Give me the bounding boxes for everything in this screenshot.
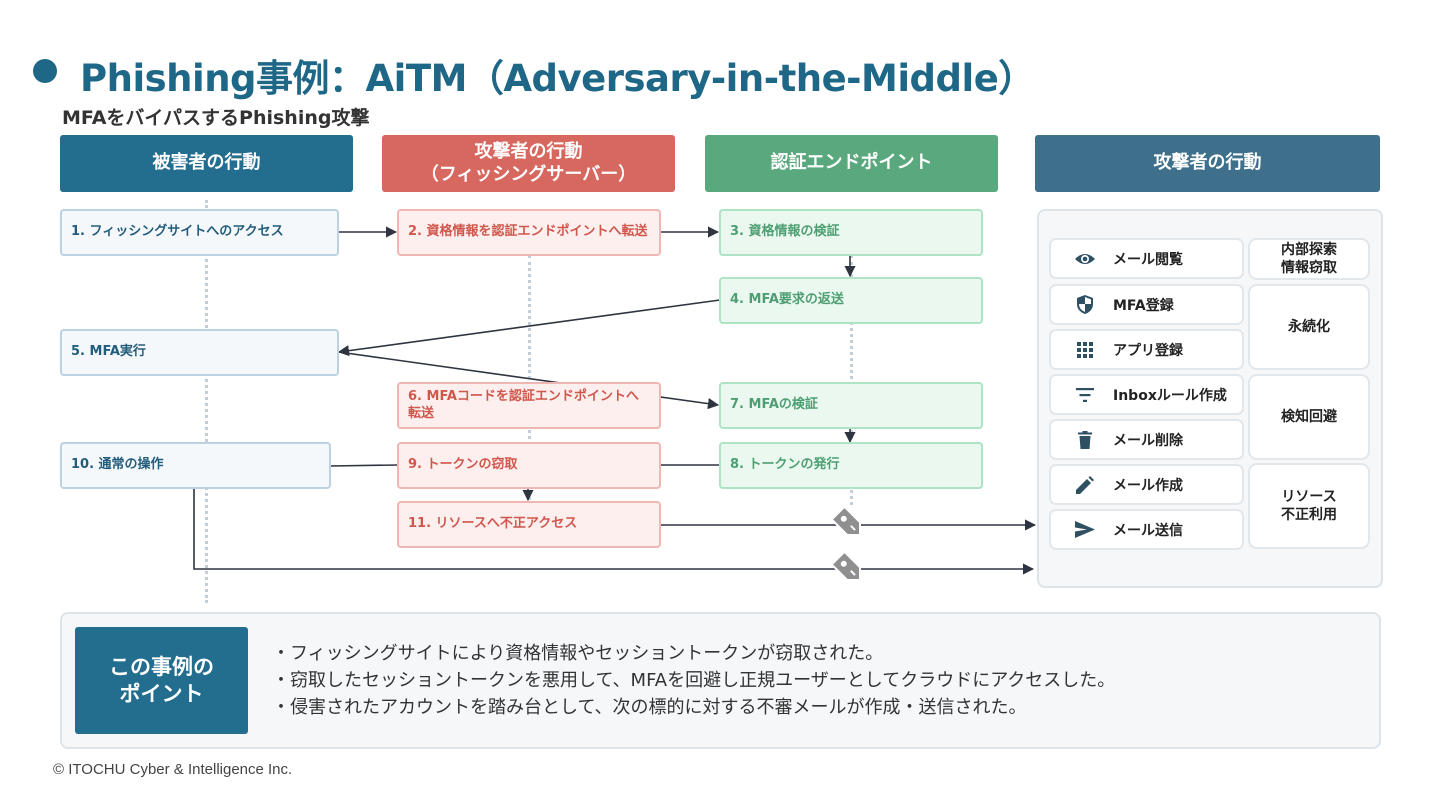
step-6-forward-mfa-code: 6. MFAコードを認証エンドポイントへ転送 [397,382,661,429]
key-point-item: ・フィッシングサイトにより資格情報やセッショントークンが窃取された。 [272,643,884,664]
column-header-attacker-actions: 攻撃者の行動 [1035,135,1380,192]
line-9-to-10 [329,464,399,467]
grid-icon [1071,341,1099,358]
action-compose-mail: メール作成 [1049,464,1244,505]
key-points-list: ・フィッシングサイトにより資格情報やセッショントークンが窃取された。 ・窃取した… [272,640,1115,721]
step-5-mfa-execute: 5. MFA実行 [60,329,339,376]
category-persistence: 永続化 [1248,284,1370,370]
step-2-forward-credentials: 2. 資格情報を認証エンドポイントへ転送 [397,209,661,256]
action-label: アプリ登録 [1113,342,1183,359]
action-label: メール削除 [1113,432,1183,449]
step-4-mfa-request: 4. MFA要求の返送 [719,277,983,324]
copyright: © ITOCHU Cyber & Intelligence Inc. [53,761,293,778]
category-resource-abuse: リソース 不正利用 [1248,463,1370,549]
action-register-mfa: MFA登録 [1049,284,1244,325]
column-header-victim: 被害者の行動 [60,135,353,192]
action-label: Inboxルール作成 [1113,387,1227,404]
key-points-box [60,612,1381,749]
column-header-attacker-server: 攻撃者の行動 （フィッシングサーバー） [382,135,675,192]
action-create-inbox-rule: Inboxルール作成 [1049,374,1244,415]
send-icon [1071,521,1099,538]
page-subtitle: MFAをバイパスするPhishing攻撃 [62,107,370,129]
key-tag-icon [830,505,862,537]
category-discovery-exfiltration: 内部探索 情報窃取 [1248,238,1370,280]
filter-icon [1071,387,1099,402]
step-1-phishing-access: 1. フィッシングサイトへのアクセス [60,209,339,256]
title-bullet [33,59,57,83]
action-label: MFA登録 [1113,297,1174,314]
eye-icon [1071,251,1099,267]
page-title: Phishing事例：AiTM（Adversary-in-the-Middle） [80,57,1035,100]
step-10-normal-operation: 10. 通常の操作 [60,442,331,489]
trash-icon [1071,430,1099,449]
step-7-verify-mfa: 7. MFAの検証 [719,382,983,429]
action-delete-mail: メール削除 [1049,419,1244,460]
shield-icon [1071,294,1099,315]
action-label: メール作成 [1113,477,1183,494]
action-register-app: アプリ登録 [1049,329,1244,370]
key-point-item: ・窃取したセッショントークンを悪用して、MFAを回避し正規ユーザーとしてクラウド… [272,670,1116,691]
key-points-heading: この事例の ポイント [75,627,248,734]
pencil-icon [1071,475,1099,494]
key-point-item: ・侵害されたアカウントを踏み台として、次の標的に対する不審メールが作成・送信され… [272,697,1027,718]
step-8-issue-token: 8. トークンの発行 [719,442,983,489]
action-read-mail: メール閲覧 [1049,238,1244,279]
step-9-steal-token: 9. トークンの窃取 [397,442,661,489]
action-label: メール送信 [1113,522,1183,539]
action-send-mail: メール送信 [1049,509,1244,550]
lifeline-victim [205,200,208,603]
column-header-auth-endpoint: 認証エンドポイント [705,135,998,192]
step-11-unauthorized-access: 11. リソースへ不正アクセス [397,501,661,548]
action-label: メール閲覧 [1113,251,1183,268]
lifeline-auth [850,255,853,505]
step-3-verify-credentials: 3. 資格情報の検証 [719,209,983,256]
key-tag-icon [830,550,862,582]
category-defense-evasion: 検知回避 [1248,374,1370,460]
